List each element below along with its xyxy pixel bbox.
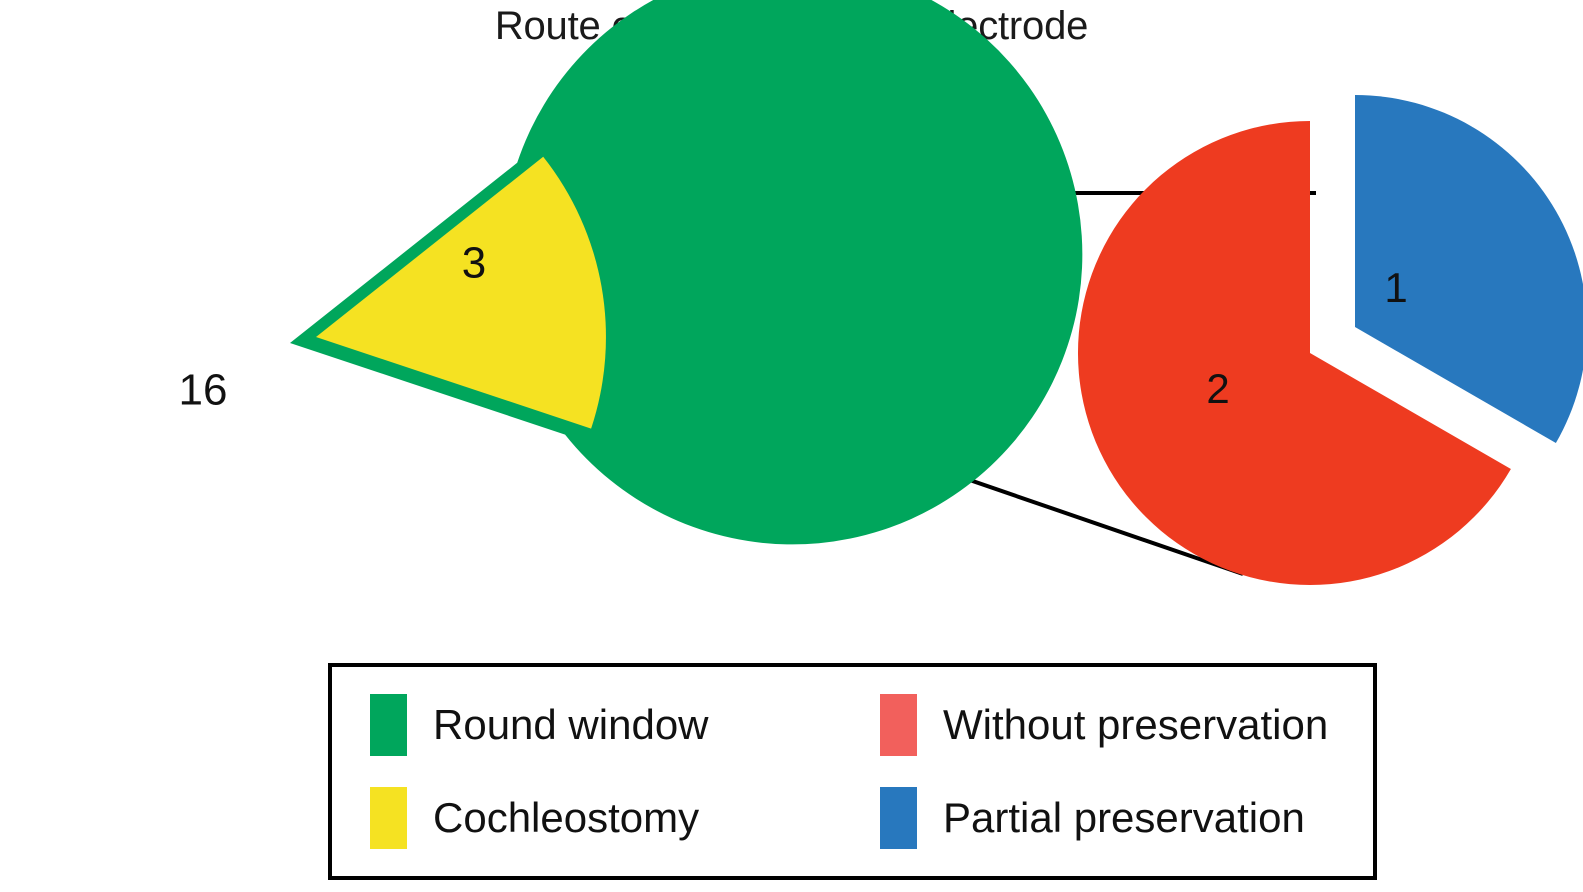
legend-label-round-window: Round window [433, 701, 709, 749]
legend-item-round-window[interactable]: Round window [370, 694, 880, 757]
pie-label-cochleostomy: 3 [462, 239, 486, 288]
legend-label-without-preservation: Without preservation [943, 701, 1329, 749]
legend-item-cochleostomy[interactable]: Cochleostomy [370, 786, 880, 849]
legend-swatch-cochleostomy [370, 786, 407, 849]
pie-slice-without-preservation[interactable] [1077, 120, 1511, 585]
pie-slice-partial-preservation[interactable] [1355, 95, 1583, 443]
pie-label-round-window: 16 [179, 366, 228, 415]
pie-label-without-preservation: 2 [1206, 365, 1229, 412]
legend-swatch-without-preservation [880, 694, 917, 757]
legend-label-partial-preservation: Partial preservation [943, 793, 1305, 841]
pie-label-partial-preservation: 1 [1384, 264, 1407, 311]
legend-label-cochleostomy: Cochleostomy [433, 793, 700, 841]
secondary-pie-group: 2 1 [1077, 95, 1583, 585]
legend-grid: Round window Without preservation Cochle… [332, 667, 1373, 876]
pie-slice-cochleostomy[interactable] [316, 156, 606, 429]
legend-item-partial-preservation[interactable]: Partial preservation [880, 786, 1373, 849]
pie-slice-round-window[interactable] [290, 0, 1083, 545]
legend-swatch-round-window [370, 694, 407, 757]
legend-item-without-preservation[interactable]: Without preservation [880, 694, 1373, 757]
main-pie-group: 16 3 [179, 0, 1083, 545]
legend-swatch-partial-preservation [880, 786, 917, 849]
legend: Round window Without preservation Cochle… [328, 663, 1377, 880]
